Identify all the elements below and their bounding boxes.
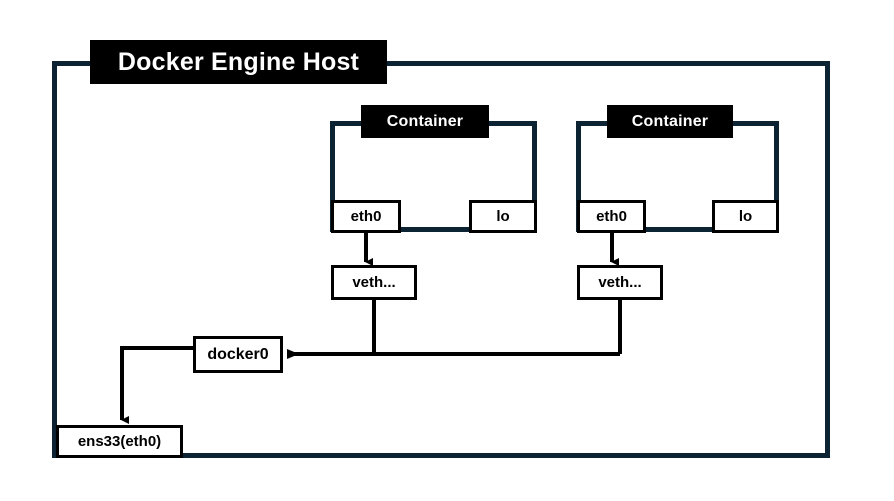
container-title-plate-2: Container <box>607 105 733 138</box>
container-1-lo-box: lo <box>469 200 537 233</box>
container-1-eth0-box: eth0 <box>331 200 401 233</box>
veth-box-1: veth... <box>331 265 417 300</box>
container-2-eth0-box: eth0 <box>577 200 646 233</box>
veth-box-2: veth... <box>577 265 663 300</box>
container-title-plate-1: Container <box>361 105 489 138</box>
docker-engine-host-frame <box>52 61 830 458</box>
host-nic-box: ens33(eth0) <box>56 425 183 458</box>
container-2-lo-box: lo <box>712 200 779 233</box>
host-title-plate: Docker Engine Host <box>90 40 387 84</box>
docker0-bridge-box: docker0 <box>193 336 283 373</box>
